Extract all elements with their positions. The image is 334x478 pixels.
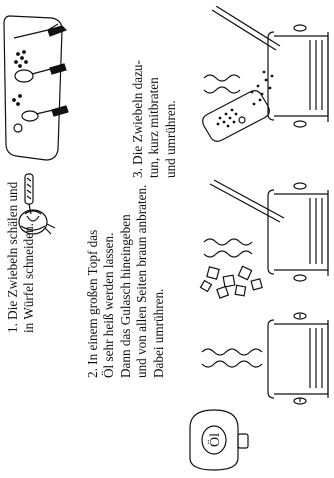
onion-knife-illustration xyxy=(5,170,65,240)
oil-bottle-label: Öl xyxy=(206,433,223,447)
step-3-text: 3. Die Zwiebeln dazu- tun, kurz mitbrate… xyxy=(130,60,179,178)
step-2-line-1: 2. In einem großen Topf das xyxy=(85,185,101,378)
step-2-text: 2. In einem großen Topf das Öl sehr heiß… xyxy=(85,185,167,378)
empty-pot-illustration xyxy=(190,312,334,406)
step-3-line-1: 3. Die Zwiebeln dazu- xyxy=(130,60,146,178)
step-2-line-3: Dann das Gulasch hineingeben xyxy=(118,185,134,378)
pot-with-meat-illustration xyxy=(190,172,334,302)
step-3-line-3: und umrühren. xyxy=(163,60,179,178)
pot-with-onions-illustration xyxy=(190,6,334,164)
step-2-line-5: Dabei umrühren. xyxy=(151,185,167,378)
step-2-line-4: und von allen Seiten braun anbraten. xyxy=(134,185,150,378)
step-2-line-2: Öl sehr heiß werden lassen. xyxy=(101,185,117,378)
cutting-board-illustration xyxy=(0,8,72,164)
step-3-line-2: tun, kurz mitbraten xyxy=(146,60,162,178)
oil-bottle-illustration: Öl xyxy=(186,404,250,476)
